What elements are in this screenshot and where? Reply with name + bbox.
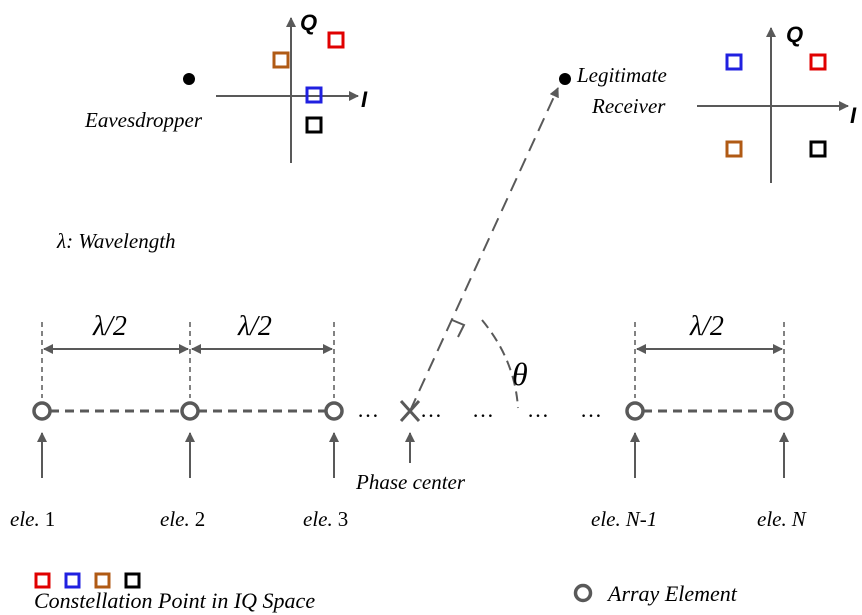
legit-constellation-blue bbox=[725, 53, 743, 71]
element-label-n: ele.N bbox=[757, 507, 807, 531]
array-gap-dots-1: … bbox=[357, 397, 379, 422]
array-element-2 bbox=[180, 401, 200, 421]
legit-receiver-label-line1: Legitimate bbox=[576, 63, 667, 87]
eave-constellation-blue bbox=[305, 86, 323, 104]
eave-constellation-black bbox=[305, 116, 323, 134]
legend-array-element-icon bbox=[573, 583, 593, 603]
theta-arc bbox=[481, 319, 519, 409]
legit-receiver-iq-plot: Q I Legitimate Receiver bbox=[559, 22, 857, 183]
element-label-3: ele.3 bbox=[303, 507, 348, 531]
legit-constellation-brown bbox=[725, 140, 743, 158]
element-label-n1: ele.N-1 bbox=[591, 507, 657, 531]
array-gap-dots-5: … bbox=[580, 397, 602, 422]
array-element-n1 bbox=[625, 401, 645, 421]
legend-constellation-icons bbox=[34, 572, 141, 589]
eavesdropper-label: Eavesdropper bbox=[84, 108, 203, 132]
beam-direction-arrow bbox=[409, 87, 559, 412]
legit-q-label: Q bbox=[786, 22, 803, 47]
legit-constellation-red bbox=[809, 53, 827, 71]
wavelength-note: λ: Wavelength bbox=[56, 229, 176, 253]
eavesdropper-iq-plot: Q I Eavesdropper bbox=[84, 10, 368, 163]
legit-constellation-black bbox=[809, 140, 827, 158]
element-label-2: ele.2 bbox=[160, 507, 205, 531]
spacing-label-n1-n: λ/2 bbox=[689, 311, 724, 342]
eavesdropper-node bbox=[183, 73, 195, 85]
legit-receiver-node bbox=[559, 73, 571, 85]
wavelength-symbol: λ bbox=[56, 229, 66, 253]
phase-center-label: Phase center bbox=[355, 470, 466, 494]
array-element-1 bbox=[32, 401, 52, 421]
legit-i-label: I bbox=[850, 103, 857, 128]
element-label-1: ele.1 bbox=[10, 507, 55, 531]
legit-receiver-label-line2: Receiver bbox=[591, 94, 666, 118]
array-gap-dots-4: … bbox=[527, 397, 549, 422]
spacing-label-1-2: λ/2 bbox=[92, 311, 127, 342]
eave-i-label: I bbox=[361, 87, 368, 112]
array-element-n bbox=[774, 401, 794, 421]
right-angle-mark bbox=[451, 319, 466, 338]
array-element-3 bbox=[324, 401, 344, 421]
element-pointer-arrows bbox=[37, 432, 789, 478]
spacing-label-2-3: λ/2 bbox=[237, 311, 272, 342]
legend-constellation-label: Constellation Point in IQ Space bbox=[34, 588, 315, 613]
eave-constellation-brown bbox=[272, 51, 290, 69]
array-gap-dots-3: … bbox=[472, 397, 494, 422]
spacing-markers bbox=[41, 322, 785, 398]
eave-q-label: Q bbox=[300, 10, 317, 35]
legend-array-element-label: Array Element bbox=[606, 581, 738, 606]
wavelength-text: : Wavelength bbox=[66, 229, 175, 253]
eave-constellation-red bbox=[327, 31, 345, 49]
theta-label: θ bbox=[512, 356, 528, 392]
array-gap-dots-2: … bbox=[420, 397, 442, 422]
